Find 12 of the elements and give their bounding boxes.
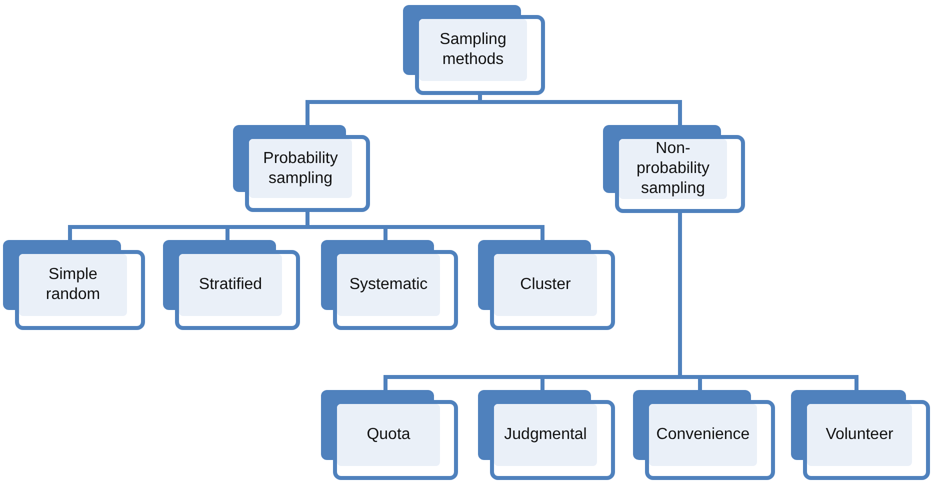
node-label: Simple random bbox=[44, 265, 102, 305]
node-label: Quota bbox=[366, 425, 410, 445]
node-label: Non-probability sampling bbox=[636, 139, 710, 199]
node-label: Stratified bbox=[198, 275, 262, 295]
node-label: Convenience bbox=[656, 425, 750, 445]
node-label: Judgmental bbox=[504, 425, 587, 445]
node-label: Systematic bbox=[349, 275, 428, 295]
node-label: Sampling methods bbox=[438, 30, 508, 70]
node-label: Cluster bbox=[520, 275, 571, 295]
node-label: Volunteer bbox=[826, 425, 894, 445]
node-label: Probability sampling bbox=[262, 148, 339, 188]
connector-line bbox=[678, 213, 858, 390]
